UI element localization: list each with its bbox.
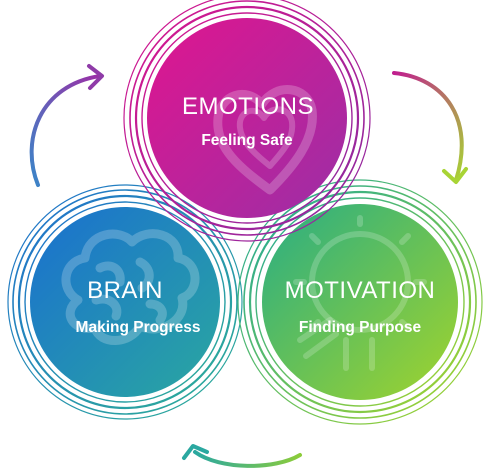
brain-rings: [7, 184, 243, 420]
emotions-subtitle: Feeling Safe: [201, 132, 293, 149]
cycle-arrow-motivation-to-brain: [182, 444, 302, 468]
heart-icon: [213, 85, 317, 195]
node-brain: BRAIN Making Progress: [7, 184, 243, 420]
node-emotions: EMOTIONS Feeling Safe: [123, 0, 371, 242]
motivation-subtitle: Finding Purpose: [299, 319, 422, 336]
emotions-disc: [147, 18, 347, 218]
brain-title: BRAIN: [87, 277, 163, 304]
lightbulb-icon: [293, 215, 427, 371]
brain-icon: [61, 229, 200, 345]
cycle-arrow-emotions-to-motivation: [392, 71, 468, 184]
motivation-disc: [262, 204, 458, 400]
motivation-title: MOTIVATION: [285, 277, 436, 304]
brain-subtitle: Making Progress: [76, 319, 201, 336]
emotions-rings: [123, 0, 371, 242]
motivation-rings: [237, 179, 483, 425]
cycle-arrow-brain-to-emotions: [29, 64, 104, 187]
brain-disc: [30, 207, 220, 397]
emotions-title: EMOTIONS: [182, 93, 314, 120]
node-motivation: MOTIVATION Finding Purpose: [237, 179, 483, 425]
